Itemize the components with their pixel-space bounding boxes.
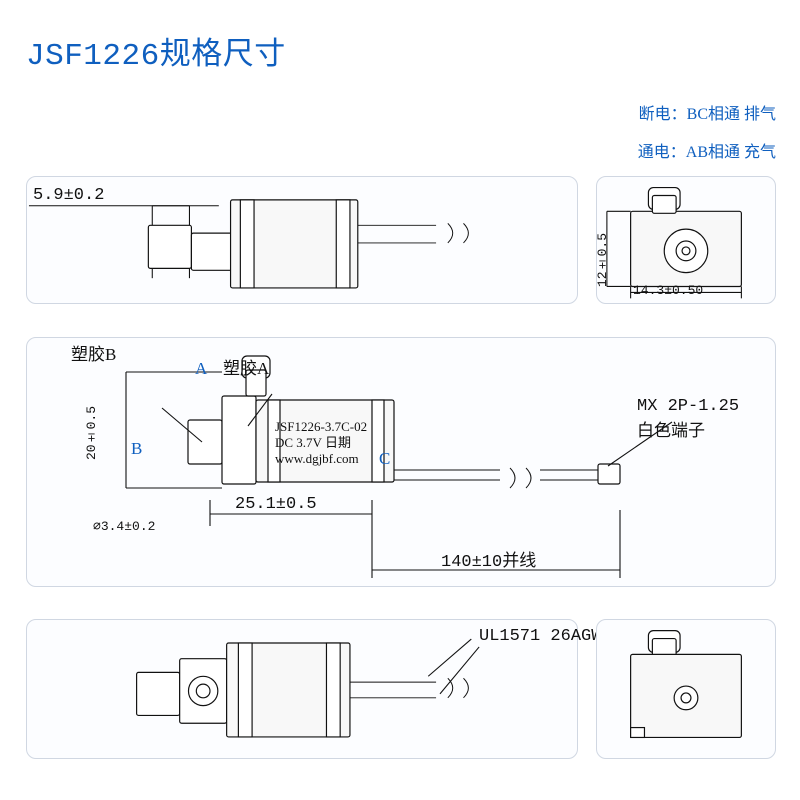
connector-type: MX 2P-1.25 [637,396,740,416]
notes-block: 断电：BC相通 排气 通电：AB相通 充气 [638,100,776,162]
wire-spec: UL1571 26AGW [479,627,602,647]
dim-body-length: 25.1±0.5 [235,494,317,514]
connector-desc: 白色端子 [637,420,705,440]
port-c-label: C [379,448,391,468]
port-a-label: A [195,358,208,378]
end-view-bottom-drawing [630,630,742,739]
dim-stroke: 5.9±0.2 [33,186,105,205]
dim-height-front: 20±0.5 [84,405,99,460]
end-view-drawing [606,186,742,299]
bottom-view-drawing [136,639,480,738]
views-grid: 5.9±0.2 12±0.5 14.3±0.50 [26,176,776,782]
dim-width-end: 14.3±0.50 [633,283,704,298]
front-view-drawing [125,355,673,578]
end-view-bottom [596,619,776,760]
dim-diameter: ∅3.4±0.2 [93,518,156,534]
dim-lead-length: 140±10并线 [441,552,537,572]
label-plastic-b: 塑胶B [71,344,117,364]
bottom-view: UL1571 26AGW [26,619,601,760]
marking-line-3: www.dgjbf.com [275,450,359,466]
front-view: 塑胶B 塑胶A A B C 20±0.5 25.1±0.5 ∅3.4±0.2 1… [26,336,776,587]
marking-line-2: DC 3.7V 日期 [275,434,351,450]
note-power-on: 通电：AB相通 充气 [637,144,776,161]
top-view-drawing [28,199,469,289]
label-plastic-a: 塑胶A [223,358,270,378]
sheet-header: JSF1226规格尺寸 断电：BC相通 排气 通电：AB相通 充气 [26,22,776,162]
marking-line-1: JSF1226-3.7C-02 [275,418,368,434]
end-view: 12±0.5 14.3±0.50 [595,176,776,304]
port-b-label: B [131,438,143,458]
note-power-off: 断电：BC相通 排气 [638,106,776,123]
top-view: 5.9±0.2 [26,176,578,304]
page-title: JSF1226规格尺寸 [26,39,286,74]
dim-height-end: 12±0.5 [595,233,610,288]
